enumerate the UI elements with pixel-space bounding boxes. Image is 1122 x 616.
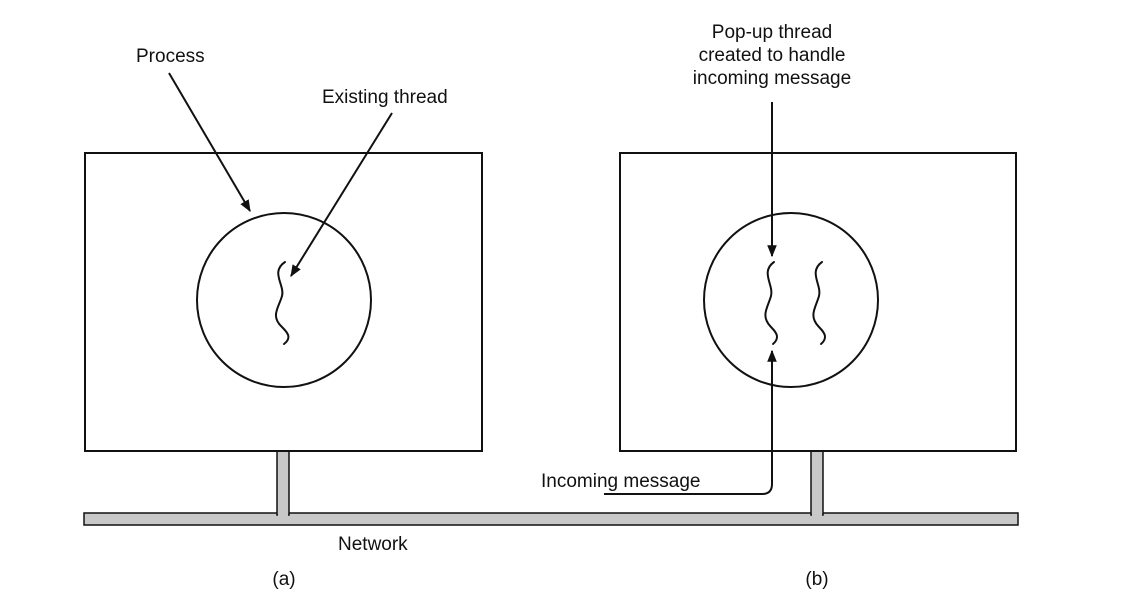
network-stem-b [810, 450, 824, 516]
process-arrow [168, 72, 251, 213]
panel-a-caption: (a) [272, 569, 295, 590]
popup-thread-label-line2: created to handle [699, 45, 846, 66]
machine-box-a [84, 152, 483, 452]
incoming-message-label: Incoming message [541, 471, 700, 492]
panel-b [604, 102, 1017, 495]
existing-thread-arrow [290, 112, 393, 278]
process-circle-a [196, 212, 372, 388]
popup-thread-label-line1: Pop-up thread [712, 22, 832, 43]
incoming-message-arrow [604, 349, 777, 495]
network-bus [83, 512, 1019, 526]
network-label: Network [338, 534, 408, 555]
popup-thread-squiggle [764, 261, 779, 345]
existing-thread-squiggle-b [812, 261, 827, 345]
existing-thread-squiggle [274, 261, 290, 345]
network-stem-a [276, 450, 290, 516]
machine-box-b [619, 152, 1017, 452]
panel-a [84, 72, 483, 452]
popup-thread-label-line3: incoming message [693, 68, 851, 89]
existing-thread-label: Existing thread [322, 87, 448, 108]
process-label: Process [136, 46, 205, 67]
process-circle-b [703, 212, 879, 388]
network [83, 450, 1019, 526]
panel-b-caption: (b) [805, 569, 828, 590]
